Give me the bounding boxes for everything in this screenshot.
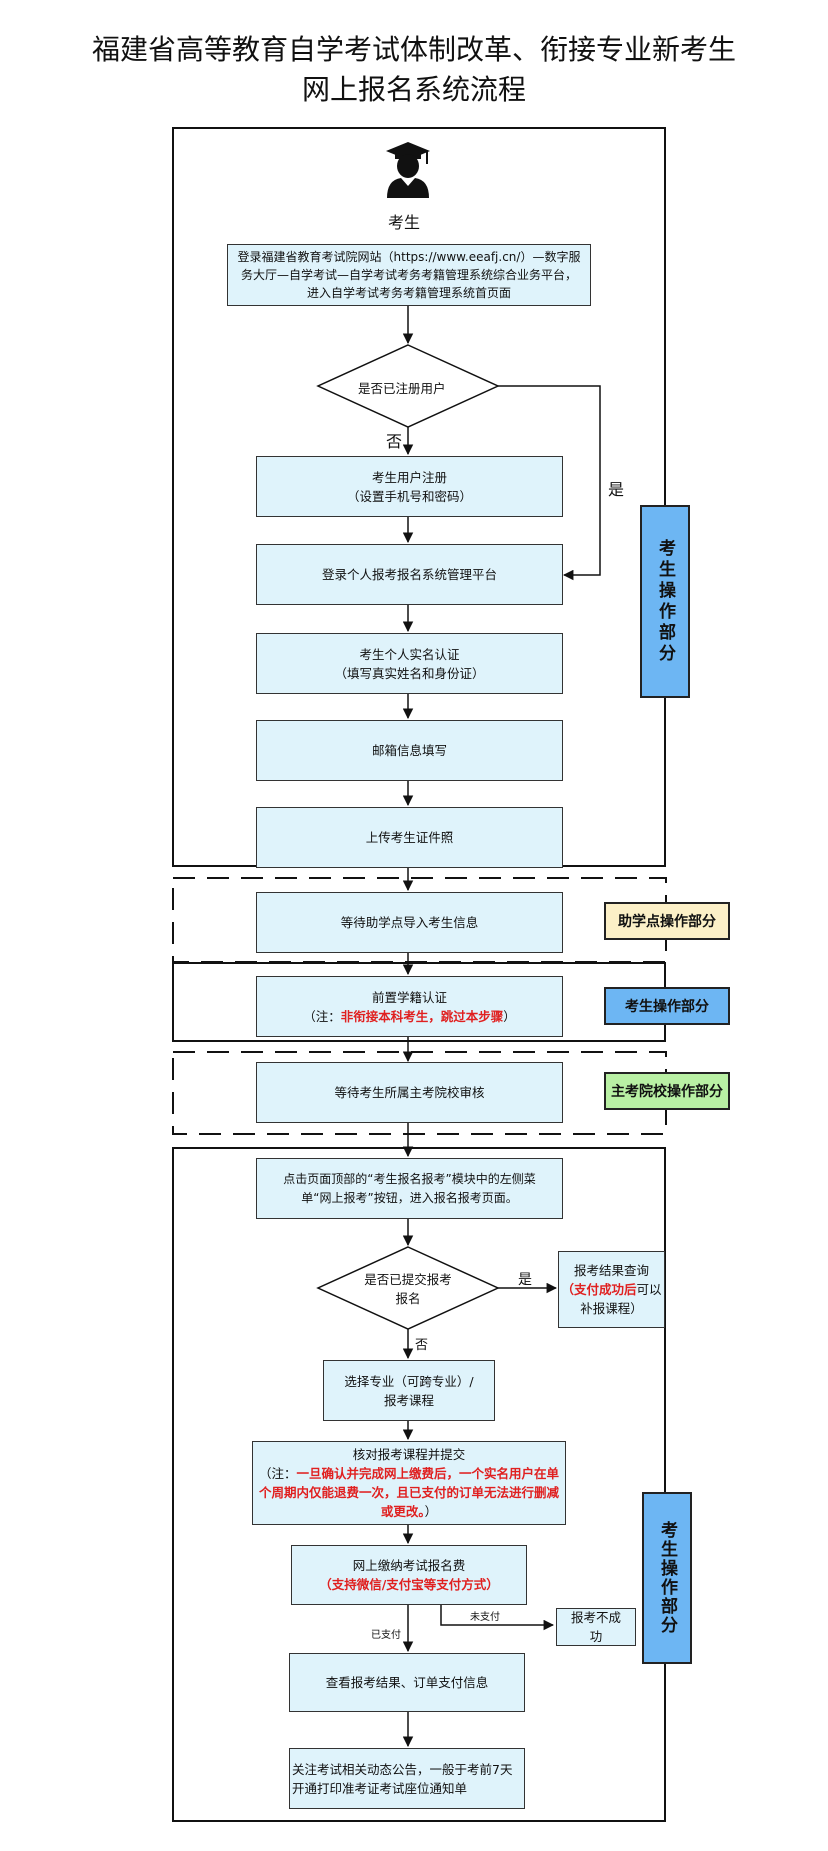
step-realname: 考生个人实名认证 （填写真实姓名和身份证） — [256, 633, 563, 694]
edge-yes-login — [498, 385, 601, 581]
step-prereq-note-red: 非衔接本科考生，跳过本步骤 — [340, 1008, 504, 1024]
step-login-site-line-2: 务大厅—自学考试—自学考试考务考籍管理系统综合业务平台， — [240, 268, 577, 282]
edge-label-yes-1: 是 — [608, 480, 625, 499]
step-select-major-line-1: 选择专业（可跨专业）/ — [344, 1373, 474, 1389]
section-tag-student-1-text: 考生操作部分 — [655, 538, 675, 665]
step-verify-submit-line-4: 或更改。 — [380, 1504, 425, 1519]
step-register: 考生用户注册 （设置手机号和密码） — [256, 456, 563, 517]
step-pay: 网上缴纳考试报名费 （支持微信/支付宝等支付方式） — [291, 1545, 527, 1605]
step-wait-review: 等待考生所属主考院校审核 — [256, 1062, 563, 1123]
step-select-major-line-2: 报考课程 — [383, 1392, 434, 1408]
step-register-line-1: 考生用户注册 — [371, 469, 447, 485]
step-result-query-red: （支付成功后 — [561, 1282, 637, 1297]
step-pay-line-1: 网上缴纳考试报名费 — [352, 1558, 466, 1573]
step-verify-submit-red-1: 一旦确认并完成网上缴费后，一个实名用户在单 — [296, 1466, 560, 1481]
step-result-query-rest: 可以 — [636, 1282, 662, 1297]
section-tag-school: 主考院校操作部分 — [604, 1072, 730, 1110]
section-frame-helper — [172, 877, 667, 963]
actor-label: 考生 — [388, 213, 421, 232]
edge-label-yes-2: 是 — [518, 1272, 532, 1288]
step-login-site: 登录福建省教育考试院网站（https://www.eeafj.cn/）—数字服务… — [227, 244, 591, 306]
step-fail: 报考不成功 — [556, 1608, 636, 1646]
step-pay-red: （支持微信/支付宝等支付方式） — [319, 1577, 499, 1592]
section-tag-student-3-text: 考生操作部分 — [657, 1521, 677, 1635]
student-graduate-icon — [384, 140, 432, 200]
step-login-site-line-3: 进入自学考试考务考籍管理系统首页面 — [306, 286, 511, 300]
step-register-line-2: （设置手机号和密码） — [346, 488, 472, 504]
step-prereq: 前置学籍认证 （注：非衔接本科考生，跳过本步骤） — [256, 976, 563, 1037]
step-verify-submit-red-2: 个周期内仅能退费一次， — [258, 1485, 397, 1500]
step-notice-line-2: 开通打印准考证考试座位通知单 — [292, 1780, 468, 1796]
edge-unpaid-fail — [440, 1605, 555, 1631]
step-view-result: 查看报考结果、订单支付信息 — [289, 1653, 525, 1712]
edge-label-no-2: 否 — [415, 1338, 429, 1353]
section-frame-student-3 — [172, 1147, 666, 1822]
page-title-line-1: 福建省高等教育自学考试体制改革、衔接专业新考生 — [91, 33, 736, 66]
step-select-major: 选择专业（可跨专业）/ 报考课程 — [323, 1360, 495, 1421]
step-realname-line-1: 考生个人实名认证 — [359, 646, 460, 662]
step-prereq-line-1: 前置学籍认证 — [371, 989, 447, 1005]
step-result-query: 报考结果查询 （支付成功后可以补报课程） — [558, 1251, 665, 1328]
decision-submitted-label: 是否已提交报考报名 — [348, 1270, 468, 1308]
step-prereq-note-prefix: （注： — [303, 1008, 341, 1024]
step-verify-submit-prefix: （注： — [258, 1466, 297, 1481]
step-verify-submit-mid: 且已支付的订单无法进行删减 — [396, 1485, 560, 1500]
section-tag-student-1: 考生操作部分 — [640, 505, 690, 698]
step-click-menu-line-1: 点击页面顶部的“考生报名报考”模块中的左侧菜 — [283, 1171, 536, 1186]
edge-label-paid: 已支付 — [371, 1630, 401, 1641]
decision-submitted-line-2: 报名 — [395, 1291, 421, 1306]
edge-label-no-1: 否 — [386, 432, 403, 451]
step-result-query-line-3: 补报课程） — [580, 1301, 643, 1316]
section-tag-helper: 助学点操作部分 — [604, 902, 730, 940]
page-title-line-2: 网上报名系统流程 — [301, 73, 526, 106]
step-result-query-line-1: 报考结果查询 — [573, 1263, 649, 1278]
step-click-menu: 点击页面顶部的“考生报名报考”模块中的左侧菜单“网上报考”按钮，进入报名报考页面… — [256, 1158, 563, 1219]
step-notice-line-1: 关注考试相关动态公告，一般于考前7天 — [292, 1761, 513, 1777]
step-login-platform: 登录个人报考报名系统管理平台 — [256, 544, 563, 605]
step-click-menu-line-2: 单“网上报考”按钮，进入报名报考页面。 — [301, 1190, 518, 1205]
decision-submitted-line-1: 是否已提交报考 — [364, 1272, 452, 1287]
edge-label-unpaid: 未支付 — [470, 1612, 500, 1623]
decision-registered-label: 是否已注册用户 — [358, 381, 446, 396]
step-verify-submit-line-1: 核对报考课程并提交 — [352, 1447, 466, 1462]
step-wait-import: 等待助学点导入考生信息 — [256, 892, 563, 953]
section-tag-student-2: 考生操作部分 — [604, 987, 730, 1025]
step-login-site-line-1: 登录福建省教育考试院网站（https://www.eeafj.cn/）—数字服 — [237, 250, 581, 264]
step-notice: 关注考试相关动态公告，一般于考前7天开通打印准考证考试座位通知单 — [289, 1748, 525, 1809]
step-verify-submit-suffix: ） — [424, 1504, 438, 1519]
step-realname-line-2: （填写真实姓名和身份证） — [334, 665, 485, 681]
step-verify-submit: 核对报考课程并提交 （注：一旦确认并完成网上缴费后，一个实名用户在单 个周期内仅… — [252, 1441, 566, 1525]
step-upload-photo: 上传考生证件照 — [256, 807, 563, 868]
section-frame-school — [172, 1051, 667, 1135]
step-email: 邮箱信息填写 — [256, 720, 563, 781]
step-prereq-note-suffix: ） — [503, 1008, 516, 1024]
section-tag-student-3: 考生操作部分 — [642, 1492, 692, 1664]
